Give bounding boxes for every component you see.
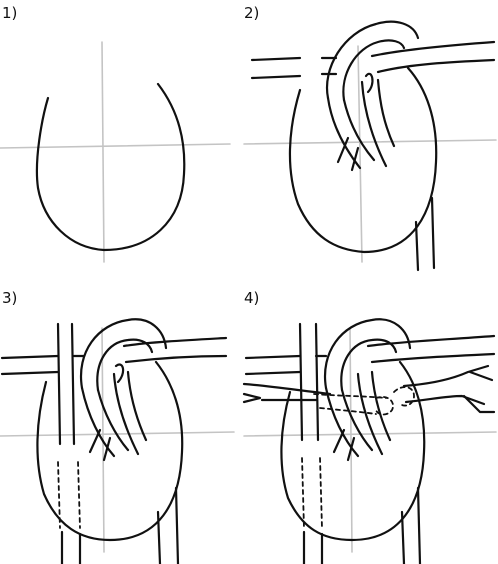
heart-outline xyxy=(280,360,426,542)
aortic-arch-inner xyxy=(340,338,398,392)
panel-1: 1) xyxy=(0,4,231,263)
coronary-mark-1 xyxy=(88,428,102,454)
panel-3: 3) xyxy=(0,289,235,564)
pulmonary-trunk-right xyxy=(96,388,130,452)
panel-1-label: 1) xyxy=(2,4,17,22)
aortic-arch-inner xyxy=(342,39,406,102)
left-pulmonary-vein-upper xyxy=(242,382,332,396)
aorta-descending-left xyxy=(356,372,384,456)
aortic-arch-inner xyxy=(96,338,154,392)
aorta-knot xyxy=(114,363,125,384)
right-pulmonary-artery-upper xyxy=(122,336,228,348)
right-pulmonary-artery-lower xyxy=(370,352,496,364)
coronary-mark-2 xyxy=(350,146,360,172)
pulmonary-trunk-left xyxy=(324,386,360,458)
panel-2-label: 2) xyxy=(244,4,259,22)
dashed-atrium-lobe xyxy=(375,396,394,416)
right-pulmonary-artery-lower xyxy=(124,354,228,364)
heart-outline xyxy=(288,66,438,254)
coronary-mark-1 xyxy=(336,136,350,164)
vena-cava-left xyxy=(298,322,304,442)
right-vein-branch-upper xyxy=(468,370,494,382)
vertical-guide-line xyxy=(349,327,353,553)
pulmonary-trunk-right xyxy=(342,98,376,162)
dashed-right-lobe xyxy=(393,386,415,407)
right-pulmonary-artery-upper xyxy=(370,40,496,58)
vena-cava-right xyxy=(314,322,320,442)
left-pulmonary-artery-lower xyxy=(244,370,302,376)
panel-4: 4) xyxy=(242,289,497,564)
left-pulmonary-artery-upper xyxy=(244,354,302,360)
panel-2: 2) xyxy=(243,4,497,272)
dashed-left-atrium-bottom xyxy=(319,407,377,415)
left-vein-branch xyxy=(242,392,262,404)
descending-aorta-left xyxy=(414,220,420,272)
dashed-septum-right xyxy=(77,461,81,529)
right-vein-branch-lower xyxy=(462,394,496,414)
vena-cava-right xyxy=(70,322,76,446)
aorta-descending-right xyxy=(126,370,148,442)
right-pulmonary-artery-upper xyxy=(366,334,496,348)
vena-cava-left xyxy=(56,322,62,446)
descending-aorta-right xyxy=(430,196,436,270)
descending-aorta-right xyxy=(416,486,422,564)
vertical-guide-line xyxy=(101,41,105,263)
pulmonary-trunk-right xyxy=(340,388,374,452)
aorta-descending-left xyxy=(360,80,388,168)
heart-outline xyxy=(35,82,186,252)
aorta-descending-right xyxy=(376,78,396,148)
descending-aorta-right xyxy=(174,486,180,564)
dashed-septum-left xyxy=(57,461,61,529)
pulmonary-trunk-left xyxy=(326,96,362,170)
aortic-arch-outer xyxy=(79,318,168,390)
vertical-guide-line xyxy=(357,45,363,263)
dashed-septum-right xyxy=(319,457,323,529)
aorta-descending-left xyxy=(112,372,140,456)
descending-aorta-left xyxy=(156,510,162,564)
left-pulmonary-artery-upper xyxy=(0,354,60,360)
left-pulmonary-artery-lower xyxy=(250,74,302,80)
aortic-arch-outer xyxy=(323,318,412,390)
horizontal-guide-line xyxy=(0,143,231,149)
coronary-mark-1 xyxy=(332,428,346,454)
pulmonary-trunk-left xyxy=(80,386,116,458)
horizontal-guide-line xyxy=(243,139,497,145)
coronary-mark-2 xyxy=(102,436,112,462)
horizontal-guide-line xyxy=(243,431,497,437)
left-pulmonary-artery-lower xyxy=(0,370,60,376)
dashed-septum-left xyxy=(301,457,305,529)
coronary-mark-2 xyxy=(346,436,356,462)
aorta-knot xyxy=(364,72,374,94)
heart-outline xyxy=(36,360,184,542)
panel-4-label: 4) xyxy=(244,289,259,307)
left-pulmonary-artery-upper xyxy=(250,56,302,62)
right-pulmonary-artery-lower xyxy=(376,58,496,74)
aorta-descending-right xyxy=(370,370,392,442)
panel-3-label: 3) xyxy=(2,289,17,307)
right-pulmonary-vein-upper xyxy=(402,364,490,388)
aortic-arch-outer xyxy=(325,20,420,100)
descending-aorta-left xyxy=(400,510,406,564)
